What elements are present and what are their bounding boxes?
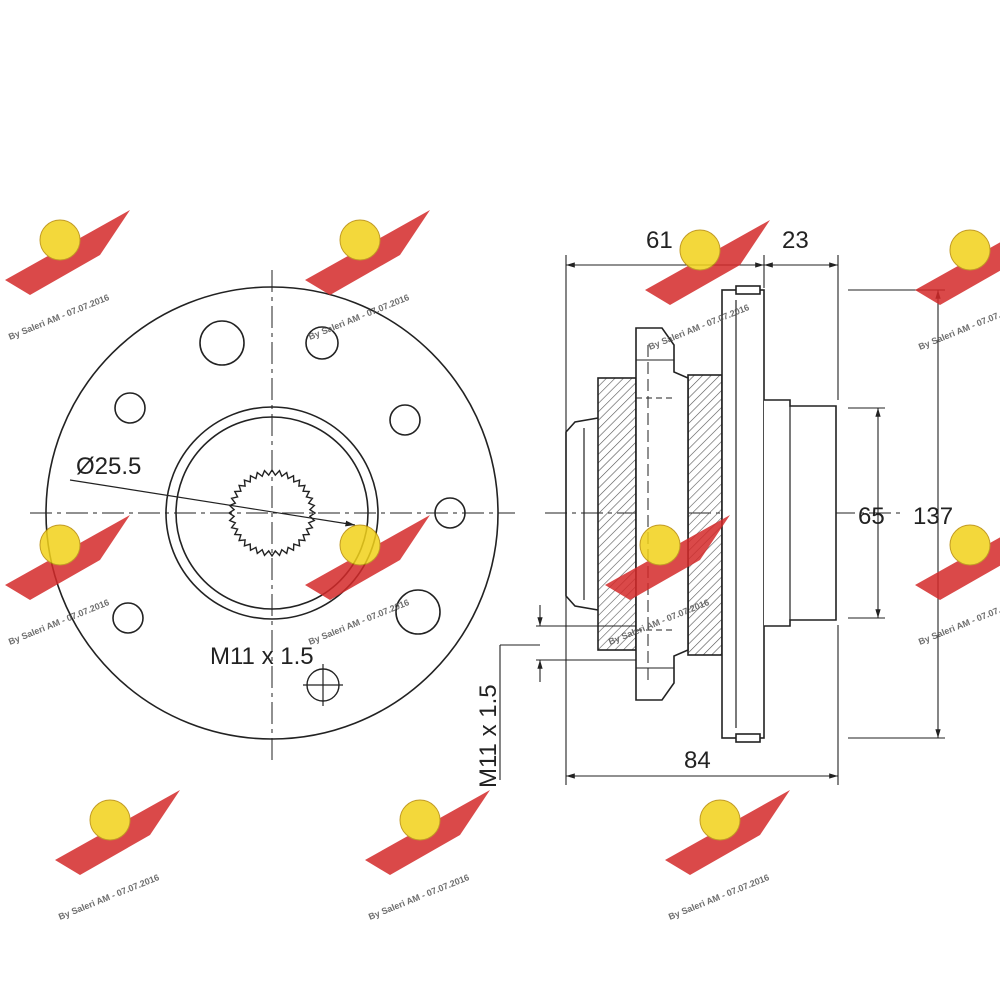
hub-outer-ring	[165, 406, 379, 620]
dim-label-137: 137	[913, 503, 953, 530]
saleri-watermark: By Saleri AM - 07.07.2016	[665, 790, 790, 922]
logo-badge-icon	[339, 524, 381, 566]
watermark-text: By Saleri AM - 07.07.2016	[367, 872, 471, 922]
saleri-watermark: By Saleri AM - 07.07.2016	[305, 210, 430, 342]
logo-badge-icon	[679, 229, 721, 271]
saleri-watermark: By Saleri AM - 07.07.2016	[55, 790, 180, 922]
watermark-text: By Saleri AM - 07.07.2016	[917, 597, 1000, 647]
bolt-hole	[114, 392, 146, 424]
watermark-text: By Saleri AM - 07.07.2016	[307, 597, 411, 647]
dim-label-65: 65	[858, 503, 885, 530]
dim-label-61: 61	[646, 227, 673, 254]
bolt-hole	[199, 320, 245, 366]
bearing-race-left	[597, 377, 637, 651]
bolt-hole	[389, 404, 421, 436]
front-view	[30, 270, 515, 760]
wheel-flange-lip	[735, 285, 761, 295]
logo-badge-icon	[39, 524, 81, 566]
seal-cap	[565, 417, 599, 611]
front-stud-thread-label: M11 x 1.5	[210, 643, 314, 670]
watermark-text: By Saleri AM - 07.07.2016	[307, 292, 411, 342]
logo-badge-icon	[639, 524, 681, 566]
side-stud-thread-label: M11 x 1.5	[475, 684, 502, 788]
bolt-hole	[434, 497, 466, 529]
logo-badge-icon	[339, 219, 381, 261]
logo-badge-icon	[949, 524, 991, 566]
saleri-watermark: By Saleri AM - 07.07.2016	[365, 790, 490, 922]
bolt-hole-group	[112, 320, 466, 635]
saleri-watermark: By Saleri AM - 07.07.2016	[915, 229, 1000, 352]
saleri-watermark: By Saleri AM - 07.07.2016	[915, 524, 1000, 647]
saleri-watermark: By Saleri AM - 07.07.2016	[305, 515, 430, 647]
housing-flange	[635, 327, 689, 701]
saleri-watermark: By Saleri AM - 07.07.2016	[5, 210, 130, 342]
logo-badge-icon	[699, 799, 741, 841]
bearing-race-right	[687, 374, 723, 656]
watermark-text: By Saleri AM - 07.07.2016	[917, 302, 1000, 352]
watermark-group: By Saleri AM - 07.07.2016 By Saleri AM - …	[5, 210, 1000, 922]
wheel-flange-lip	[735, 733, 761, 743]
watermark-text: By Saleri AM - 07.07.2016	[7, 292, 111, 342]
side-view	[536, 285, 900, 743]
watermark-text: By Saleri AM - 07.07.2016	[667, 872, 771, 922]
bolt-hole	[305, 326, 339, 360]
logo-badge-icon	[39, 219, 81, 261]
splined-bore	[227, 468, 317, 558]
hub-inner-ring	[175, 416, 369, 610]
pilot-spigot	[764, 399, 837, 627]
bolt-hole	[395, 589, 441, 635]
logo-badge-icon	[949, 229, 991, 271]
spline-diameter-leader	[69, 479, 356, 527]
bolt-hole	[112, 602, 144, 634]
dim-label-23: 23	[782, 227, 809, 254]
spline-diameter-label: Ø25.5	[76, 453, 141, 480]
saleri-watermark: By Saleri AM - 07.07.2016	[5, 515, 130, 647]
logo-badge-icon	[399, 799, 441, 841]
watermark-text: By Saleri AM - 07.07.2016	[7, 597, 111, 647]
flange-outline	[45, 286, 499, 740]
logo-badge-icon	[89, 799, 131, 841]
watermark-text: By Saleri AM - 07.07.2016	[57, 872, 161, 922]
wheel-flange	[721, 289, 765, 739]
dim-label-84: 84	[684, 747, 711, 774]
